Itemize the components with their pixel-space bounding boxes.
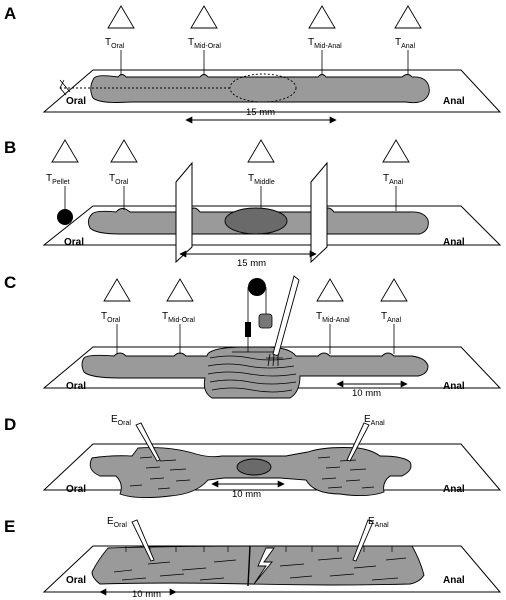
transducer-label: TPellet [46,173,70,186]
transducer-label: TMid-Oral [162,311,195,324]
panel-b: B Oral Anal 15 mm TPellet TOral TMiddle [4,138,502,269]
left-sheet-texture [113,546,237,581]
transducer-oral: TOral [105,5,135,75]
electrode-anal-label: EAnal [364,414,385,427]
transducer-icon [107,5,135,29]
catheter-tip-icon [59,79,71,96]
colon-segment [90,74,430,104]
panel-d: D EOral EAnal Oral Anal 10 mm [4,414,502,500]
transducer-icon [103,278,131,302]
oral-label: Oral [66,484,86,495]
scale-bar-label: 15 mm [246,107,275,118]
panel-letter: A [4,4,16,23]
anal-label: Anal [443,237,465,248]
pulley-icon [248,278,266,296]
panel-letter: C [4,273,16,292]
transducer-mid-anal: TMid-Anal [316,278,350,354]
transducer-middle: TMiddle [247,139,275,208]
scale-bar-label: 10 mm [352,388,381,399]
distended-region [236,458,272,476]
transducer-icon [166,278,194,302]
panel-e: E EOral EAnal Oral Anal 10 mm [4,516,502,600]
right-sheet-texture [279,546,407,581]
distended-region [224,207,288,235]
transducer-label: TMid-Anal [308,37,342,50]
force-transducer-icon [245,322,251,337]
transducer-oral: TOral [101,278,131,354]
anal-label: Anal [443,96,465,107]
transducer-anal: TAnal [394,5,422,75]
transducer-label: TAnal [383,173,404,186]
transducer-anal: TAnal [380,278,408,354]
transducer-icon [190,5,218,29]
transducer-icon [51,139,79,163]
fecal-pellet [57,209,73,225]
transducer-pellet: TPellet [46,139,79,209]
transducer-label: TOral [105,37,125,50]
transducer-label: TMid-Anal [316,311,350,324]
transducer-icon [380,278,408,302]
left-mucosa-texture [129,456,191,490]
panel-letter: B [4,138,16,157]
transection-line [247,545,251,587]
scale-bar-label: 15 mm [237,258,266,269]
oral-label: Oral [66,575,86,586]
partition-wall-left [175,161,193,264]
transducer-oral: TOral [109,139,138,210]
counterweight-icon [258,313,273,329]
oral-label: Oral [66,381,86,392]
transducer-anal: TAnal [382,139,410,211]
transducer-icon [110,139,138,163]
transducer-icon [382,139,410,163]
electrode-oral-label: EOral [107,516,127,529]
oral-label: Oral [66,96,86,107]
electrode-anal-icon [346,422,370,462]
electrode-oral-icon [135,422,161,462]
transducer-label: TOral [101,311,121,324]
panel-letter: E [4,517,15,536]
panel-a: A Oral Anal 15 mm TOral TMid-Oral TMid-A… [4,4,502,124]
transducer-icon [394,5,422,29]
anal-label: Anal [443,484,465,495]
transducer-label: TMiddle [248,173,275,186]
electrode-oral-icon [131,519,155,562]
scale-bar-label: 10 mm [232,489,261,500]
stimulating-probe-icon [272,275,300,357]
panel-letter: D [4,415,16,434]
anal-label: Anal [443,575,465,586]
anal-label: Anal [443,381,465,392]
oral-label: Oral [64,237,84,248]
transducer-mid-oral: TMid-Oral [162,278,195,354]
transducer-mid-oral: TMid-Oral [188,5,221,75]
colon-segment-opened [81,346,429,399]
electrode-anal-label: EAnal [368,516,389,529]
transducer-label: TAnal [381,311,402,324]
transducer-label: TAnal [395,37,416,50]
probe-hooks [266,353,283,367]
electrode-oral-label: EOral [111,414,131,427]
transducer-icon [247,139,275,163]
transducer-label: TMid-Oral [188,37,221,50]
scale-bar-label: 10 mm [132,589,161,600]
opened-mucosa-texture [207,355,297,393]
electrode-anal-icon [352,519,374,562]
transducer-icon [316,278,344,302]
partition-wall-right [310,161,328,264]
lightning-stimulus-icon [253,547,275,585]
transducer-mid-anal: TMid-Anal [308,5,342,75]
transducer-icon [308,5,336,29]
transducer-label: TOral [109,173,129,186]
panel-c: C Oral Anal 10 mm TOral TMid-Oral TMi [4,273,502,399]
